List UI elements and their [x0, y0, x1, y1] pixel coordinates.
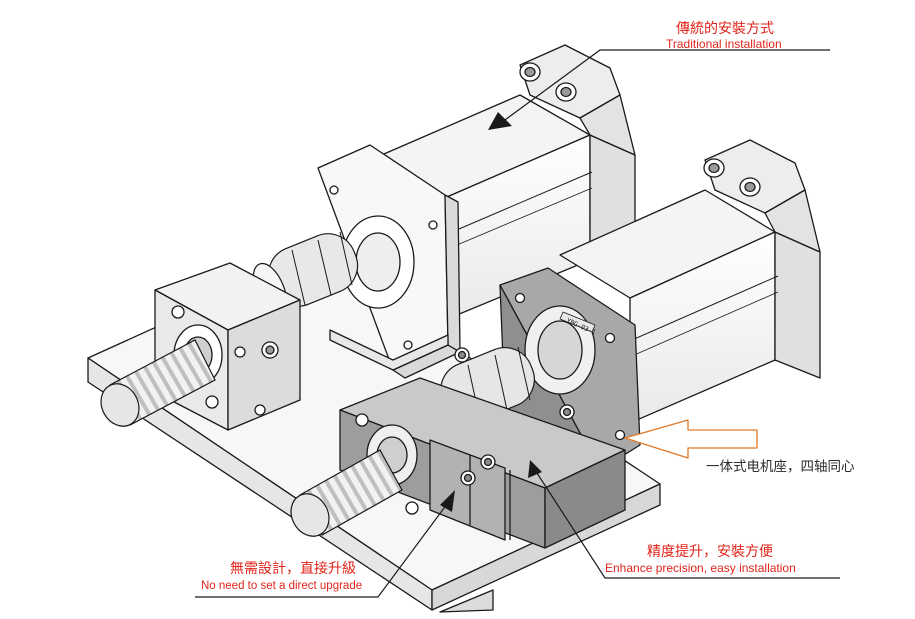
integrated-motor-seat-arrow: [624, 419, 758, 459]
integrated-ball-screw: [290, 449, 403, 537]
no-need-label-en: No need to set a direct upgrade: [201, 580, 363, 592]
no-need-label-cn: 無需設計，直接升級: [230, 561, 356, 577]
integrated-motor-seat: YBG-03-1: [499, 267, 641, 471]
traditional-arrow: [488, 49, 830, 130]
leader-arrowhead-enhance: [528, 460, 542, 478]
leader-arrowhead-no-need: [440, 490, 455, 512]
enhance-label-en: Enhance precision, easy installation: [605, 561, 796, 575]
integrated-seat-label-cn: 一体式电机座，四轴同心: [706, 459, 855, 475]
traditional-label-cn: 傳統的安裝方式: [676, 21, 774, 37]
integrated-motor: [559, 139, 821, 424]
leader-lines: [195, 469, 840, 598]
enhance-label-cn: 精度提升，安裝方便: [647, 544, 773, 560]
integrated-housing: [339, 347, 626, 549]
traditional-label-en: Traditional installation: [666, 37, 782, 51]
traditional-ball-screw: [100, 339, 216, 427]
